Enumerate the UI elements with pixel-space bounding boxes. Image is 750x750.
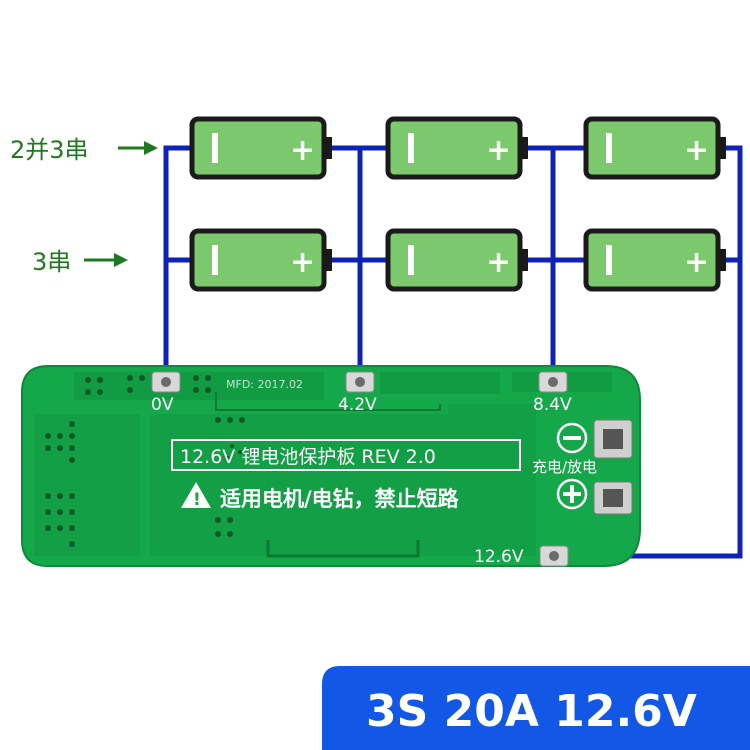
pad-84v <box>538 371 568 393</box>
parallel-series-label: 2并3串 <box>10 136 89 164</box>
spec-banner: 3S 20A 12.6V <box>322 666 750 750</box>
positive-sign: + <box>486 133 511 168</box>
board-title-frame <box>171 439 521 471</box>
battery-cell: + <box>385 228 528 292</box>
charge-discharge-label: 充电/放电 <box>532 458 597 476</box>
battery-cell: + <box>583 228 726 292</box>
protection-board: MFD: 2017.02 0V 4.2V 8.4V 12.6V 12.6V 锂电… <box>21 365 641 567</box>
cells-row-top: + + + <box>189 116 726 180</box>
battery-cell: + <box>189 116 332 180</box>
series-label-group: 3串 <box>32 248 128 276</box>
pad-126v-label: 12.6V <box>474 547 524 567</box>
battery-cell: + <box>189 228 332 292</box>
cells-row-bottom: + + + <box>189 228 726 292</box>
pad-42v-label: 4.2V <box>338 395 377 415</box>
pad-0v <box>151 371 181 393</box>
minus-circle-icon <box>556 422 588 454</box>
negative-sign-icon <box>212 245 218 275</box>
negative-sign-icon <box>606 133 612 163</box>
wiring <box>163 145 743 559</box>
negative-sign-icon <box>606 245 612 275</box>
positive-sign: + <box>684 133 709 168</box>
negative-sign-icon <box>408 133 414 163</box>
battery-cell: + <box>583 116 726 180</box>
pad-charge-minus <box>593 419 633 459</box>
parallel-series-label-group: 2并3串 <box>10 136 158 164</box>
warning-mark: ! <box>193 490 201 510</box>
plus-icon-v <box>570 485 574 503</box>
positive-sign: + <box>290 133 315 168</box>
positive-sign: + <box>684 245 709 280</box>
pad-charge-plus <box>593 481 633 515</box>
negative-sign-icon <box>212 133 218 163</box>
pad-0v-label: 0V <box>151 395 174 415</box>
mfd-date-text: MFD: 2017.02 <box>226 378 303 391</box>
negative-sign-icon <box>408 245 414 275</box>
positive-sign: + <box>486 245 511 280</box>
wire-126v <box>559 145 743 559</box>
spec-text: 3S 20A 12.6V <box>366 686 697 737</box>
pad-126v <box>539 545 569 567</box>
minus-icon <box>563 436 581 440</box>
pad-84v-label: 8.4V <box>533 395 572 415</box>
arrow-head-icon <box>114 253 128 267</box>
warning-icon <box>181 482 211 508</box>
via-holes <box>45 375 245 547</box>
battery-cell: + <box>385 116 528 180</box>
series-label: 3串 <box>32 248 71 276</box>
warning-text: 适用电机/电钻，禁止短路 <box>220 487 460 511</box>
plus-circle-icon <box>556 478 588 510</box>
positive-sign: + <box>290 245 315 280</box>
pad-42v <box>345 371 375 393</box>
arrow-head-icon <box>144 141 158 155</box>
board-title: 12.6V 锂电池保护板 REV 2.0 <box>180 446 436 468</box>
